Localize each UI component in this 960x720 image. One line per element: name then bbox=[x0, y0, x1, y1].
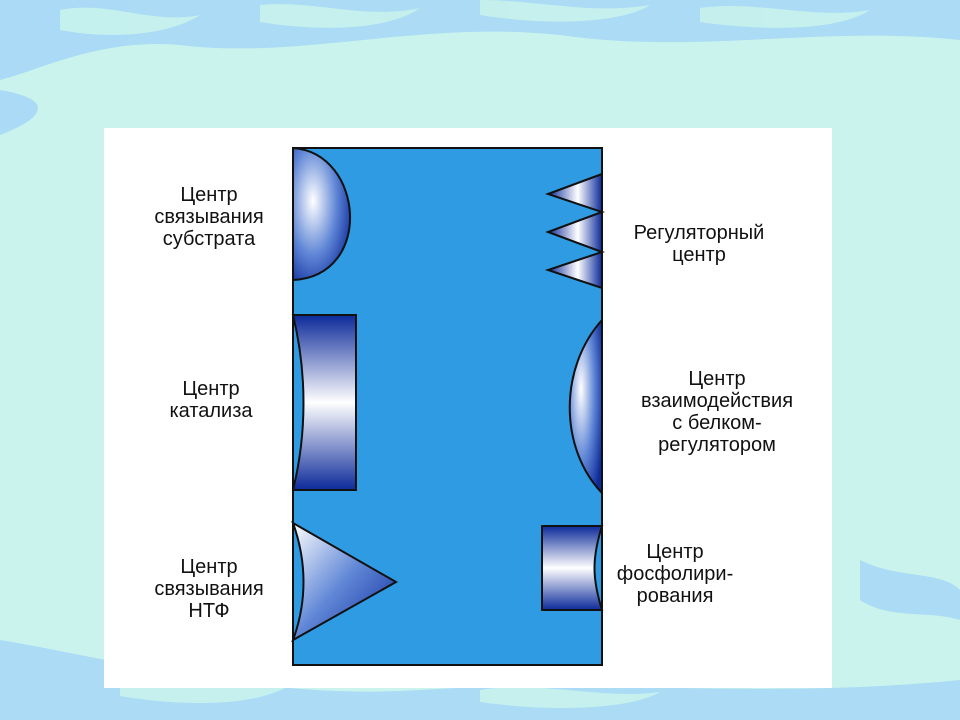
ntp-binding-site bbox=[291, 520, 399, 643]
label-regulatory: Регуляторный центр bbox=[633, 222, 765, 266]
label-protein-interaction: Центр взаимодействия с белком- регулятор… bbox=[640, 368, 794, 456]
phosphorylation-site bbox=[541, 525, 604, 611]
label-ntp-binding: Центр связывания НТФ bbox=[154, 556, 264, 622]
catalysis-site bbox=[291, 314, 357, 491]
label-catalysis: Центр катализа bbox=[169, 378, 253, 422]
regulatory-site bbox=[544, 172, 606, 290]
enzyme-diagram bbox=[291, 146, 606, 666]
label-phosphorylation: Центр фосфолири- рования bbox=[616, 541, 734, 607]
diagram-panel: Центр связывания субстрата Центр катализ… bbox=[104, 128, 832, 688]
substrate-binding-site bbox=[292, 146, 352, 282]
label-substrate-binding: Центр связывания субстрата bbox=[154, 184, 264, 250]
protein-interaction-site bbox=[568, 317, 603, 496]
